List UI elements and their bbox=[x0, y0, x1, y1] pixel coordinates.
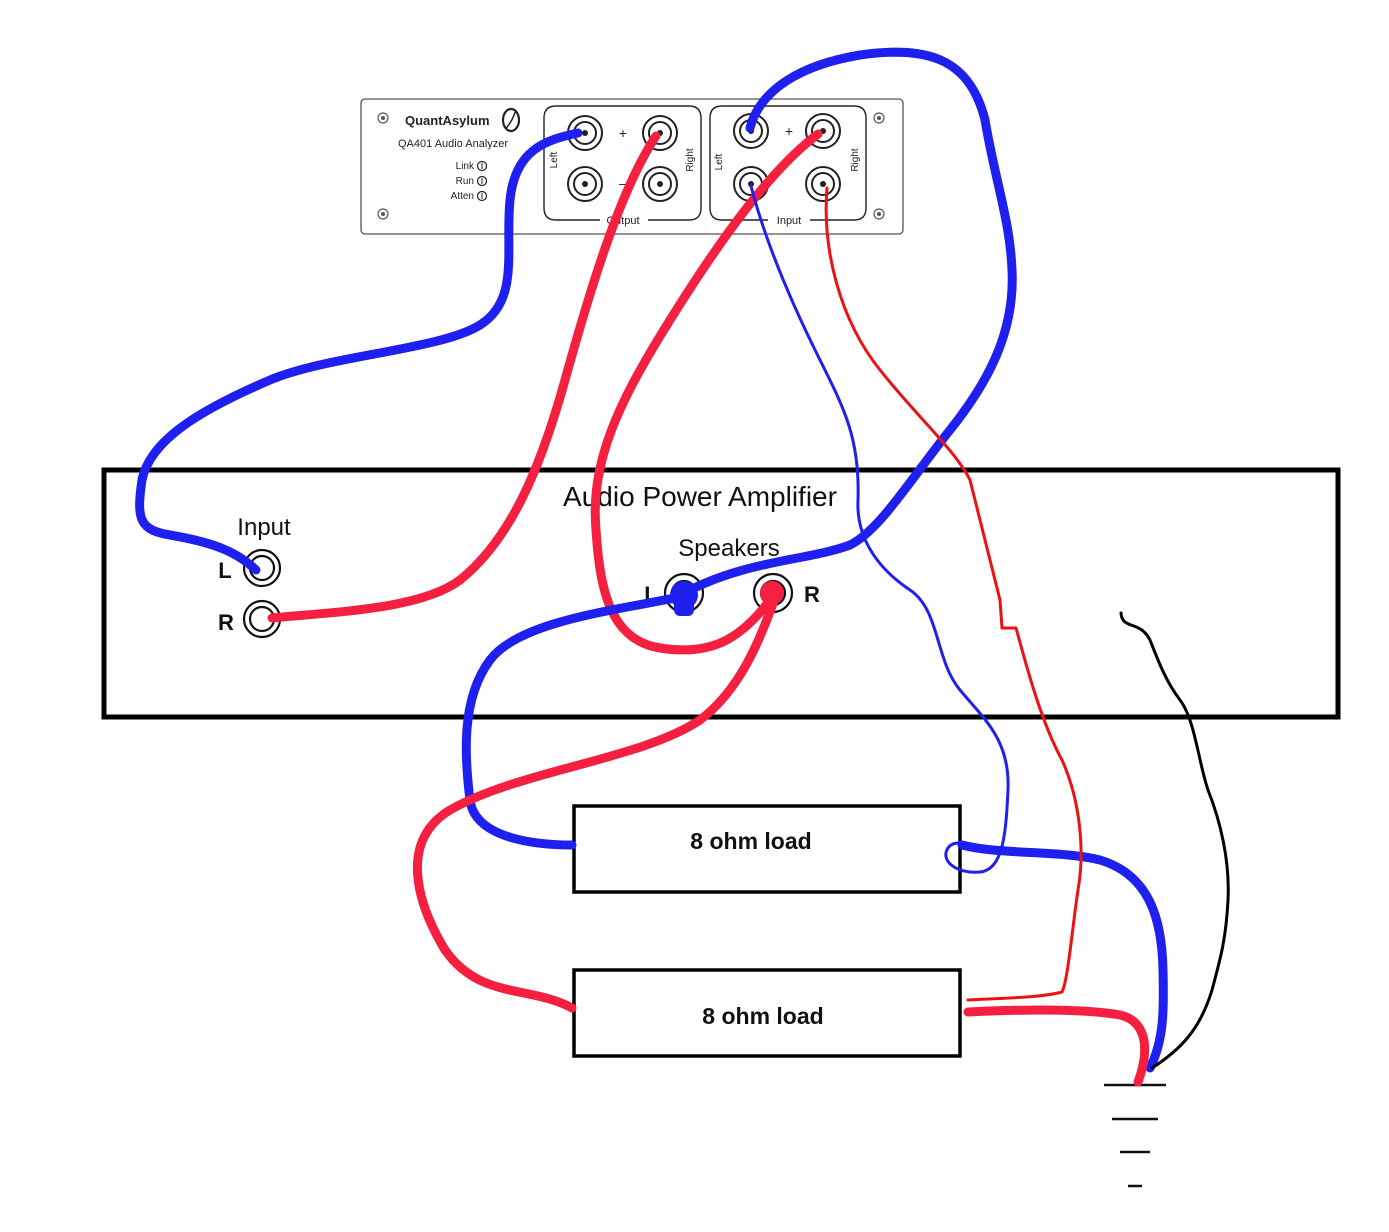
blue-wire-load1-to-ground bbox=[957, 840, 1168, 1073]
analyzer-model: QA401 Audio Analyzer bbox=[398, 138, 508, 150]
output-minus-label: – bbox=[619, 175, 627, 191]
red-wire-output-to-amp-input bbox=[267, 131, 661, 623]
black-ground-wire bbox=[1119, 611, 1230, 1070]
blue-wire-speaker-left-to-analyzer bbox=[685, 47, 1017, 595]
thin-blue-sense-wire bbox=[749, 184, 1010, 874]
output-right-minus-jack[interactable] bbox=[642, 166, 678, 202]
input-right-label: Right bbox=[850, 148, 861, 172]
thin-red-sense-wire bbox=[824, 186, 1083, 1002]
output-left-label: Left bbox=[549, 151, 560, 168]
analyzer-brand: QuantAsylum bbox=[405, 113, 490, 128]
speaker-right-plug bbox=[760, 581, 784, 605]
ground-symbol-icon bbox=[1104, 1083, 1166, 1188]
amp-input-left-label: L bbox=[218, 558, 231, 583]
screw-icon bbox=[873, 208, 885, 220]
qa401-analyzer: QuantAsylum QA401 Audio Analyzer Link Ru… bbox=[360, 98, 904, 235]
link-led-icon bbox=[476, 160, 488, 172]
red-wire-speaker-right-to-load2 bbox=[413, 593, 780, 1013]
indicator-link-label: Link bbox=[456, 161, 475, 172]
blue-wire-speaker-left-to-load1 bbox=[461, 591, 689, 850]
indicator-run-label: Run bbox=[456, 176, 474, 187]
screw-icon bbox=[377, 208, 389, 220]
input-left-label: Left bbox=[714, 153, 725, 170]
indicator-atten-label: Atten bbox=[451, 191, 474, 202]
speakers-right-label: R bbox=[804, 582, 820, 607]
amp-input-right-label: R bbox=[218, 610, 234, 635]
red-wire-speaker-right-to-analyzer bbox=[590, 129, 823, 655]
run-led-icon bbox=[476, 175, 488, 187]
output-plus-label: + bbox=[619, 125, 627, 141]
load-1-label: 8 ohm load bbox=[690, 828, 811, 854]
screw-icon bbox=[873, 112, 885, 124]
analyzer-input-panel-label: Input bbox=[777, 215, 801, 227]
amp-input-label: Input bbox=[237, 514, 291, 541]
screw-icon bbox=[377, 112, 389, 124]
load-resistor-2: 8 ohm load bbox=[572, 968, 962, 1058]
output-right-label: Right bbox=[685, 148, 696, 172]
speaker-left-plug bbox=[670, 581, 698, 616]
red-wire-load2-to-ground bbox=[963, 1005, 1150, 1087]
speakers-label: Speakers bbox=[678, 535, 779, 562]
blue-wire-output-to-amp-input bbox=[135, 128, 583, 575]
input-plus-label: + bbox=[785, 123, 793, 139]
quantasylum-logo-icon bbox=[501, 107, 521, 133]
amplifier-title: Audio Power Amplifier bbox=[563, 481, 837, 512]
output-left-minus-jack[interactable] bbox=[567, 166, 603, 202]
output-panel: Output Left Right + – bbox=[543, 105, 702, 227]
load-2-label: 8 ohm load bbox=[702, 1003, 823, 1029]
input-right-minus-jack[interactable] bbox=[805, 166, 841, 202]
power-amplifier: Audio Power Amplifier Input L R Speakers… bbox=[101, 467, 1341, 720]
load-resistor-1: 8 ohm load bbox=[572, 804, 962, 894]
atten-led-icon bbox=[476, 190, 488, 202]
